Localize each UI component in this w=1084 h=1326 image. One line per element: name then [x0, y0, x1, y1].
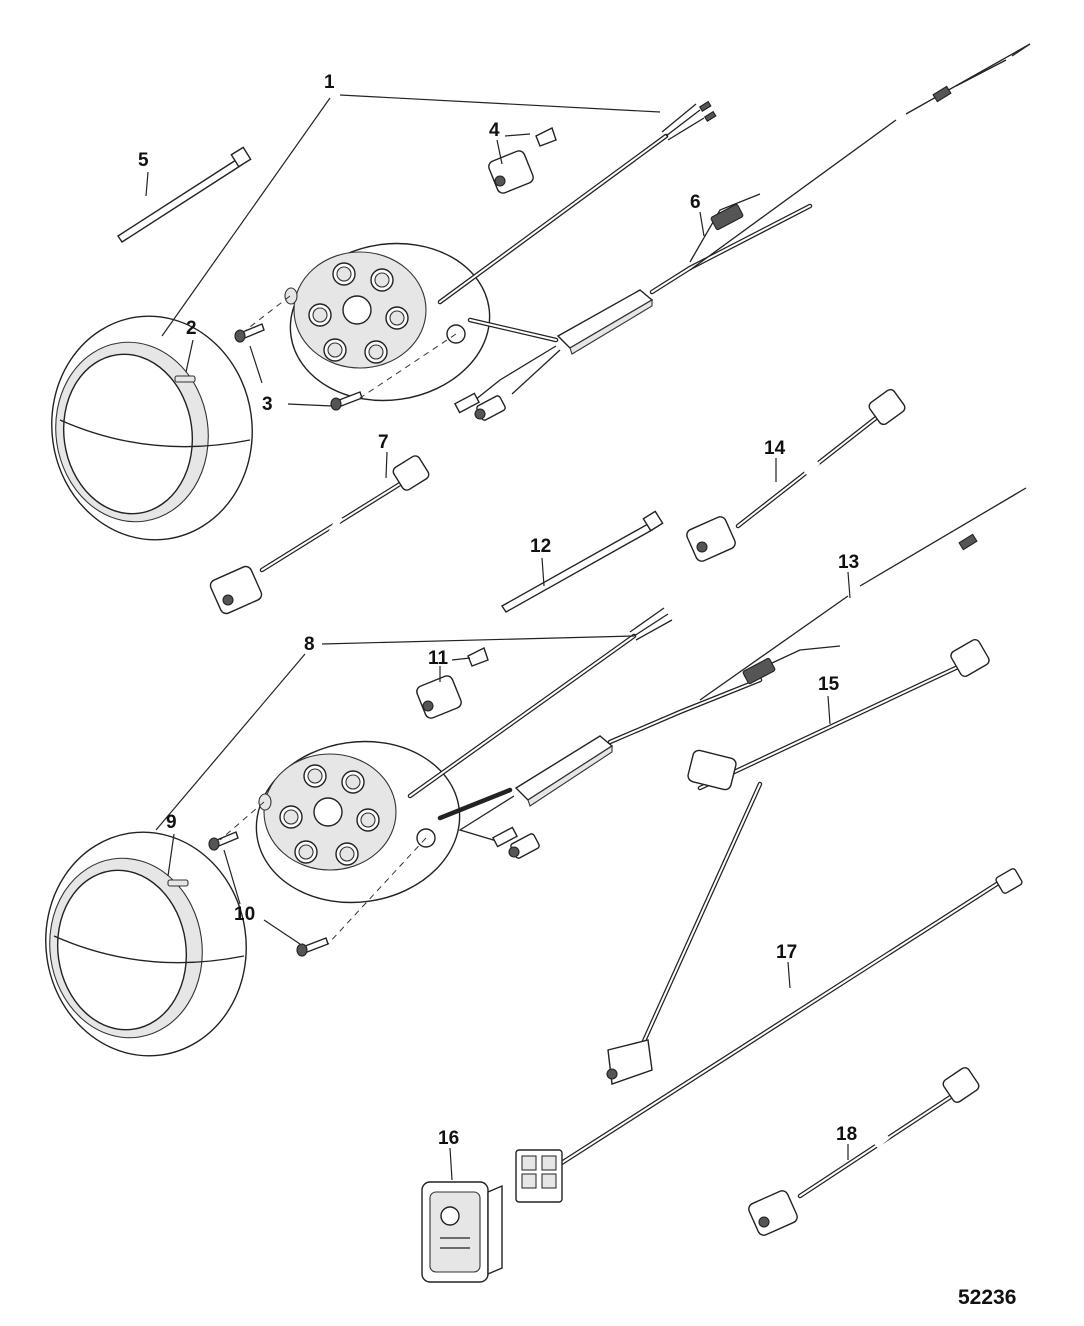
- callout-10: 10: [234, 904, 255, 925]
- connector-upper-a: [453, 392, 481, 414]
- callout-3: 3: [262, 394, 273, 415]
- callout-18: 18: [836, 1124, 857, 1145]
- connector-lower-a: [491, 826, 519, 848]
- light-housing-upper: [284, 242, 491, 402]
- upper-light-assembly: [51, 43, 1031, 615]
- lower-light-assembly: [45, 487, 1027, 1057]
- bezel-ring-upper: [51, 315, 253, 541]
- callout-16: 16: [438, 1128, 459, 1149]
- callout-1: 1: [324, 72, 335, 93]
- callout-5: 5: [138, 150, 149, 171]
- screw-lower-a: [208, 831, 239, 851]
- cable-tie-5: [117, 146, 252, 243]
- leader-lines: [145, 94, 851, 1181]
- connector-lower-b: [508, 833, 540, 859]
- callout-17: 17: [776, 942, 797, 963]
- callout-9: 9: [166, 812, 177, 833]
- callout-4: 4: [489, 120, 500, 141]
- screw-lower-b: [296, 937, 329, 957]
- rocker-switch-16: [421, 1181, 503, 1283]
- screw-upper-b: [330, 391, 363, 411]
- y-harness-15: [606, 639, 990, 1085]
- callout-labels: 1 2 3 4 5 6 7 8 9 10 11 12 13 14 15 16 1…: [138, 72, 1016, 1309]
- connector-plug-4: [488, 127, 557, 194]
- callout-15: 15: [818, 674, 840, 695]
- callout-11: 11: [428, 648, 449, 669]
- connector-upper-b: [474, 395, 506, 421]
- callout-7: 7: [378, 432, 389, 453]
- connector-plug-11: [416, 647, 489, 719]
- callout-8: 8: [304, 634, 315, 655]
- callout-13: 13: [838, 552, 859, 573]
- cable-tie-12: [500, 510, 664, 613]
- switch-plug-17: [515, 1149, 563, 1203]
- extension-harness-14: [686, 388, 906, 562]
- extension-harness-7: [209, 455, 430, 615]
- callout-14: 14: [764, 438, 786, 459]
- callout-12: 12: [530, 536, 551, 557]
- extension-harness-18: [748, 1067, 980, 1236]
- bezel-ring-lower: [45, 831, 247, 1057]
- driver-module-upper: [556, 289, 654, 355]
- callout-2: 2: [186, 318, 197, 339]
- light-housing-lower: [255, 740, 461, 904]
- driver-module-lower: [514, 735, 614, 807]
- callout-6: 6: [690, 192, 701, 213]
- figure-id: 52236: [958, 1286, 1016, 1309]
- screw-upper-a: [234, 323, 265, 343]
- switch-harness-17: [515, 868, 1023, 1203]
